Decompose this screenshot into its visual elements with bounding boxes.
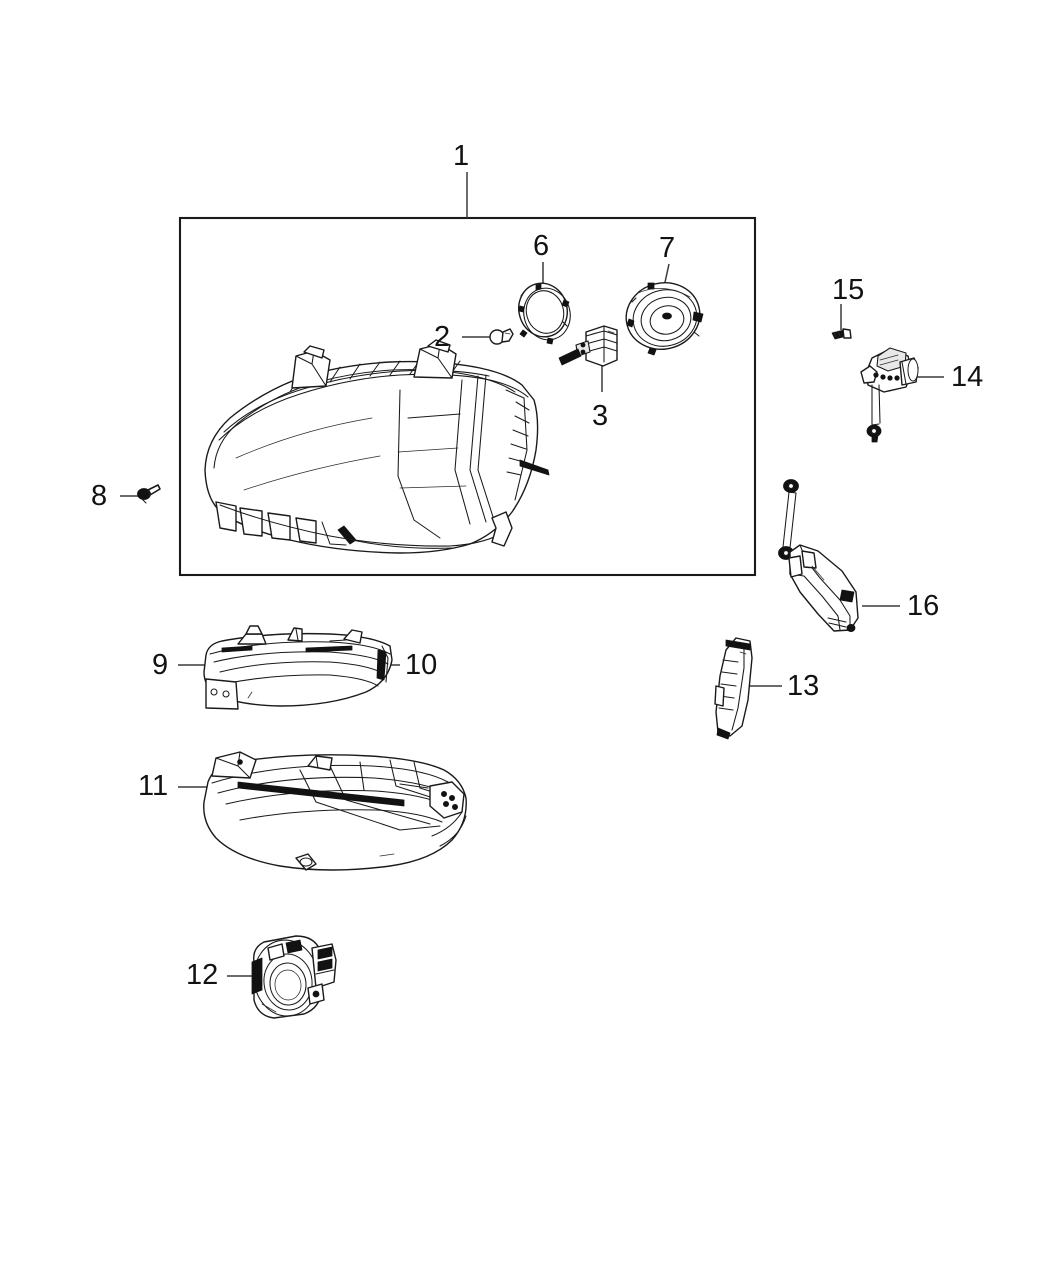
callout-label-12: 12	[186, 959, 219, 991]
callout-label-13: 13	[787, 670, 820, 702]
headlamp-mounting-bracket-drawing	[778, 479, 859, 633]
leader-lines	[120, 172, 944, 977]
retainer-clip-drawing	[489, 328, 514, 345]
callout-label-6: 6	[533, 230, 550, 262]
callout-label-3: 3	[592, 400, 609, 432]
callout-label-8: 8	[91, 480, 108, 512]
park-turn-signal-lamp-drawing	[203, 625, 393, 710]
side-marker-bezel-drawing	[714, 637, 753, 740]
callout-label-9: 9	[152, 649, 169, 681]
mounting-screw-drawing	[137, 484, 161, 504]
leveling-motor-screw-drawing	[831, 328, 852, 340]
callout-label-14: 14	[951, 361, 984, 393]
callout-label-7: 7	[659, 232, 676, 264]
lamp-bulb-socket-drawing	[251, 935, 337, 1019]
bulb-retainer-ring-drawing	[518, 282, 571, 345]
callout-label-10: 10	[405, 649, 438, 681]
callout-label-1: 1	[453, 140, 470, 172]
headlamp-assembly-drawing	[204, 339, 550, 554]
callout-label-16: 16	[907, 590, 940, 622]
callout-label-15: 15	[832, 274, 865, 306]
headlamp-bulb-connector-drawing	[558, 325, 618, 367]
headlamp-access-cap-drawing	[625, 282, 704, 356]
headlamp-leveling-motor-drawing	[860, 347, 919, 443]
daytime-running-lamp-drawing	[203, 751, 467, 871]
callout-label-2: 2	[434, 321, 451, 353]
callout-label-11: 11	[138, 770, 169, 802]
